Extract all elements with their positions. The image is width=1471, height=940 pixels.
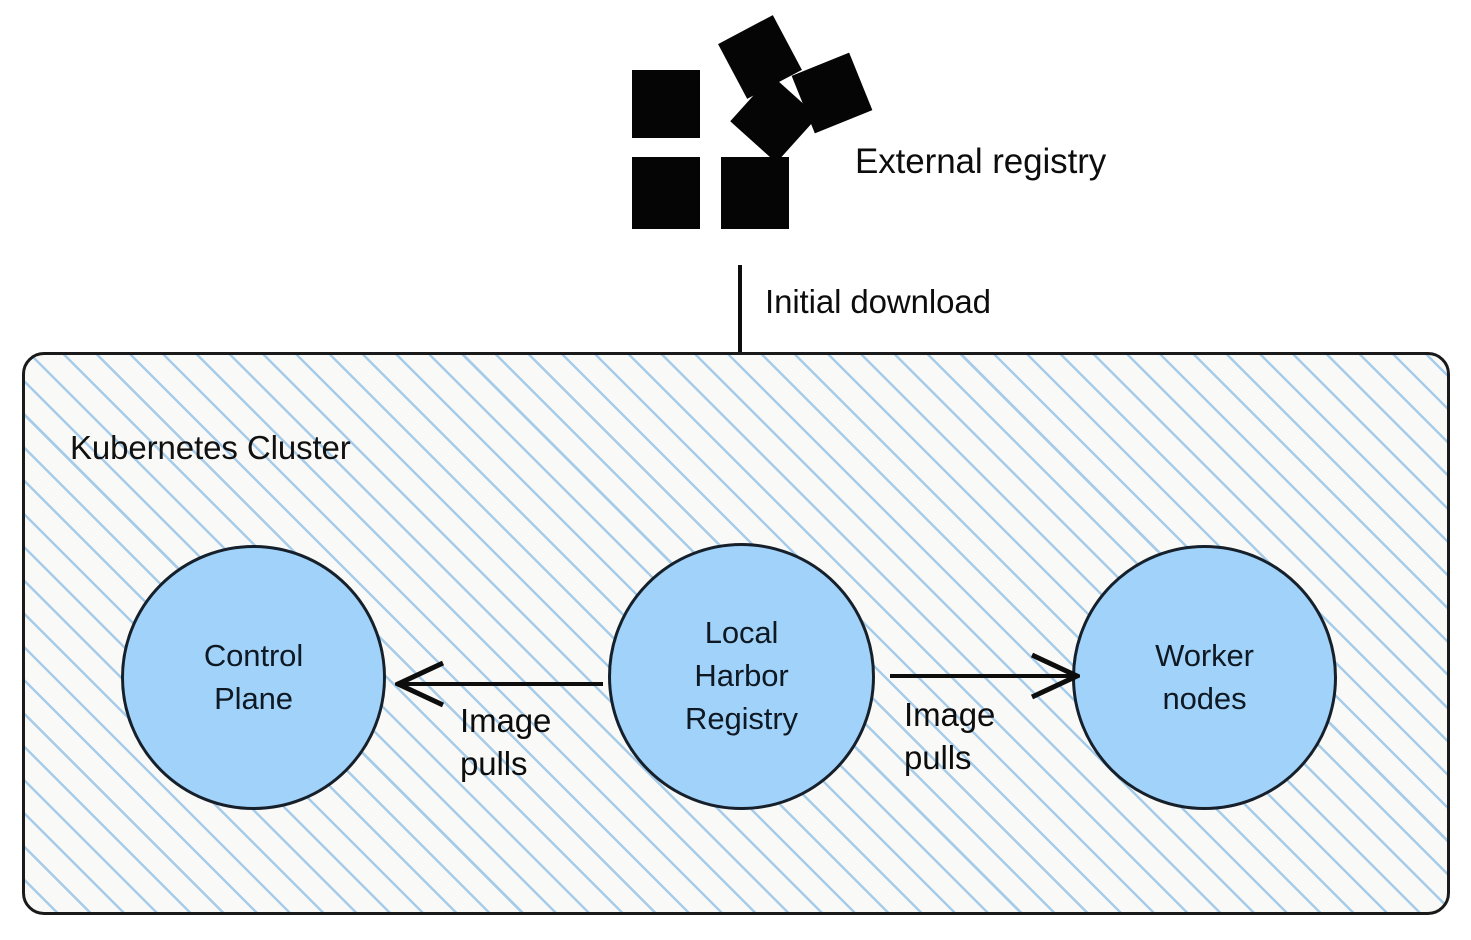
right-image-pulls-arrow [890, 652, 1080, 700]
node-local-harbor-registry[interactable]: Local Harbor Registry [608, 543, 875, 810]
registry-square-bottom-left [632, 157, 700, 229]
edge-label-line: Image [904, 696, 996, 733]
right-image-pulls-label: Image pulls [904, 694, 995, 780]
node-local-harbor-registry-text: Local Harbor Registry [685, 612, 798, 740]
edge-label-line: pulls [460, 744, 528, 782]
node-label-line: Worker [1155, 637, 1254, 673]
external-registry-icon [628, 15, 873, 237]
node-control-plane[interactable]: Control Plane [121, 545, 386, 810]
node-label-line: Plane [214, 680, 293, 716]
node-worker-nodes[interactable]: Worker nodes [1072, 545, 1337, 810]
node-label-line: Harbor [694, 658, 789, 694]
node-label-line: Control [203, 637, 304, 673]
kubernetes-cluster-label: Kubernetes Cluster [70, 429, 351, 466]
registry-square-top-left [632, 70, 700, 138]
registry-square-bottom-right [721, 157, 789, 229]
initial-download-label: Initial download [765, 283, 991, 320]
node-label-line: Local [704, 615, 779, 651]
edge-label-line: Image [460, 702, 552, 739]
node-label-line: nodes [1162, 680, 1247, 716]
node-worker-nodes-text: Worker nodes [1155, 635, 1254, 721]
edge-label-line: pulls [904, 738, 972, 776]
node-label-line: Registry [685, 700, 798, 736]
external-registry-label: External registry [855, 142, 1107, 181]
left-image-pulls-label: Image pulls [460, 700, 551, 786]
left-image-pulls-arrow [395, 660, 603, 708]
node-control-plane-text: Control Plane [204, 635, 303, 721]
